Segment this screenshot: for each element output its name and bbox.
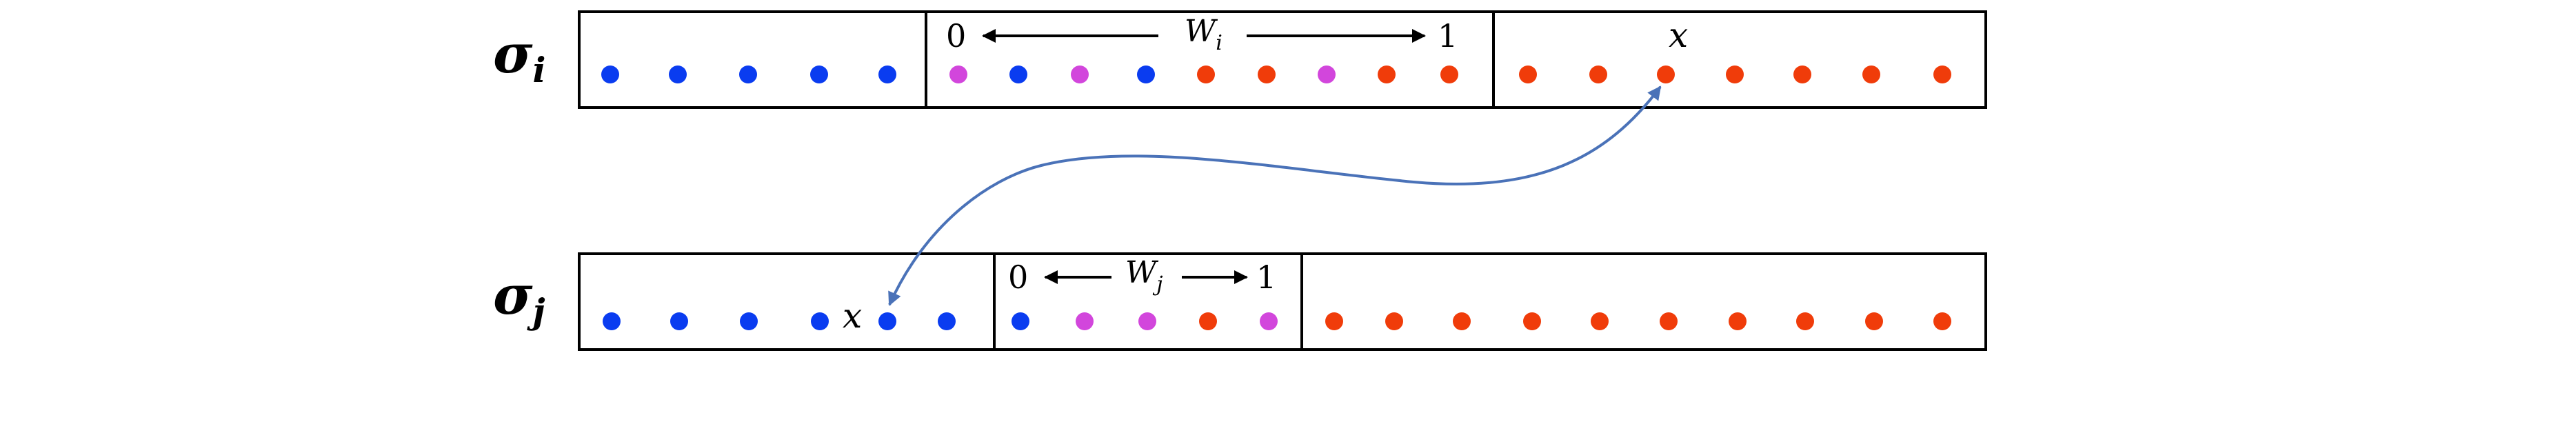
ranking-item-dot xyxy=(1523,312,1541,330)
ranking-item-dot xyxy=(1933,312,1951,330)
window-label-sigma-i: Wi xyxy=(1185,14,1222,55)
ranking-item-dot xyxy=(1796,312,1814,330)
ranking-box-sigma-j xyxy=(578,252,1987,351)
ranking-item-dot xyxy=(811,312,829,330)
row-label-sigma-i: σi xyxy=(493,23,546,90)
ranking-item-dot xyxy=(878,66,896,83)
ranking-item-dot xyxy=(1729,312,1747,330)
ranking-item-dot xyxy=(601,66,619,83)
dots-sigma-i xyxy=(601,66,1951,83)
ranking-item-dot xyxy=(1660,312,1678,330)
ranking-item-dot xyxy=(1137,66,1155,83)
ranking-item-dot xyxy=(1933,66,1951,83)
window-end-sigma-j: 1 xyxy=(1256,259,1276,296)
ranking-item-dot xyxy=(810,66,828,83)
item-x-label-sigma-i: x xyxy=(1669,15,1688,55)
ranking-item-dot xyxy=(1519,66,1537,83)
ranking-item-dot xyxy=(938,312,956,330)
ranking-item-dot xyxy=(1012,312,1029,330)
ranking-item-dot xyxy=(1793,66,1811,83)
ranking-item-dot xyxy=(1197,66,1215,83)
ranking-item-dot xyxy=(740,312,758,330)
ranking-item-dot xyxy=(603,312,621,330)
ranking-item-dot xyxy=(669,66,687,83)
ranking-box-sigma-i xyxy=(578,10,1987,109)
ranking-item-dot xyxy=(1385,312,1403,330)
window-label-sigma-j: Wj xyxy=(1125,255,1163,296)
ranking-item-dot xyxy=(1318,66,1336,83)
window-start-sigma-j: 0 xyxy=(1008,259,1028,296)
ranking-item-dot xyxy=(1589,66,1607,83)
ranking-item-dot xyxy=(1440,66,1458,83)
ranking-item-dot xyxy=(1726,66,1744,83)
ranking-item-dot xyxy=(1862,66,1880,83)
ranking-item-dot xyxy=(1378,66,1396,83)
ranking-item-dot xyxy=(1591,312,1609,330)
row-label-sigma-j: σj xyxy=(493,264,545,332)
ranking-item-dot xyxy=(670,312,688,330)
ranking-item-dot xyxy=(1199,312,1217,330)
ranking-item-dot xyxy=(1138,312,1156,330)
dots-sigma-j xyxy=(603,312,1951,330)
ranking-item-dot xyxy=(1071,66,1089,83)
item-correspondence-arrow xyxy=(888,85,1662,306)
ranking-item-dot xyxy=(739,66,757,83)
row-sigma-j: σj 0 Wj 1 x xyxy=(493,252,1987,351)
ranking-item-dot xyxy=(1453,312,1471,330)
ranking-item-dot xyxy=(1865,312,1883,330)
ranking-item-dot xyxy=(1258,66,1276,83)
window-indicator-sigma-j: 0 Wj 1 xyxy=(1008,255,1276,296)
ranking-item-dot xyxy=(1260,312,1278,330)
ranking-item-dot xyxy=(1009,66,1027,83)
row-sigma-i: σi 0 Wi 1 x xyxy=(493,10,1987,109)
ranking-item-dot xyxy=(1325,312,1343,330)
ranking-item-dot xyxy=(1076,312,1094,330)
window-start-sigma-i: 0 xyxy=(946,17,966,54)
item-x-label-sigma-j: x xyxy=(843,296,862,336)
window-indicator-sigma-i: 0 Wi 1 xyxy=(946,14,1458,55)
ranking-item-dot xyxy=(878,312,896,330)
window-end-sigma-i: 1 xyxy=(1438,17,1458,54)
ranking-item-dot xyxy=(1657,66,1675,83)
ranking-item-dot xyxy=(949,66,967,83)
